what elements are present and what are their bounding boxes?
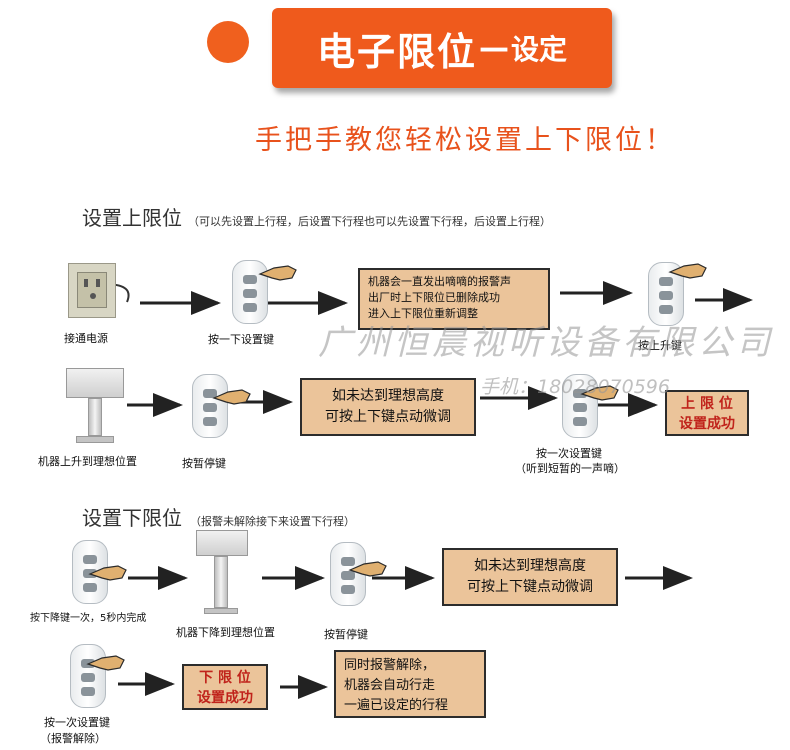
banner-title-sub: 设定 [511, 33, 568, 66]
upper-title: 设置上限位 [82, 206, 182, 230]
page-subtitle: 手把手教您轻松设置上下限位！ [255, 125, 675, 156]
info-line: 可按上下键点动微调 [325, 409, 451, 425]
success-line: 设置成功 [197, 690, 253, 706]
info-line: 如未达到理想高度 [332, 388, 444, 404]
lower-heading: 设置下限位 （报警未解除接下来设置下行程） [82, 502, 355, 531]
pointing-hand-icon [258, 265, 297, 281]
upper-heading: 设置上限位 （可以先设置上行程，后设置下行程也可以先设置下行程，后设置上行程） [82, 202, 551, 231]
lift-base [204, 608, 238, 614]
info-line: 一遍已设定的行程 [344, 698, 449, 713]
pointing-hand-icon [348, 561, 387, 577]
orange-dot [207, 21, 249, 63]
step-press-up-label: 按上升键 [638, 339, 682, 352]
projector-lift-image [66, 368, 124, 398]
upper-note: （可以先设置上行程，后设置下行程也可以先设置下行程，后设置上行程） [188, 215, 551, 228]
lift-pole [214, 556, 228, 608]
step-connect-power-label: 接通电源 [64, 332, 108, 345]
banner-title-main: 电子限位 [316, 29, 477, 74]
info-box-finetune: 如未达到理想高度 可按上下键点动微调 [442, 548, 618, 606]
step-press-pause-label: 按暂停键 [324, 628, 368, 641]
lower-title: 设置下限位 [82, 506, 182, 530]
step-press-pause-label: 按暂停键 [182, 457, 226, 470]
pointing-hand-icon [212, 389, 251, 405]
info-line: 出厂时上下限位已删除成功 [368, 291, 500, 304]
info-box-alarm: 机器会一直发出嘀嘀的报警声 出厂时上下限位已删除成功 进入上下限位重新调整 [358, 268, 550, 330]
pointing-hand-icon [668, 263, 707, 279]
remote-control-image [192, 374, 228, 438]
step-press-set-once-note: （听到短暂的一声嘀） [515, 462, 625, 475]
info-line: 机器会一直发出嘀嘀的报警声 [368, 275, 511, 288]
remote-control-image [232, 260, 268, 324]
success-line: 设置成功 [679, 416, 735, 432]
remote-control-image [330, 542, 366, 606]
lift-base [76, 436, 114, 443]
power-socket-image [68, 263, 116, 318]
step-press-set-label: 按一下设置键 [208, 333, 274, 346]
step-press-set-once-label: 按一次设置键 [536, 447, 602, 460]
banner-title-dash: — [479, 30, 509, 66]
title-banner: 电子限位 — 设定 [272, 8, 612, 88]
watermark-phone: 手机：18028070596 [480, 376, 670, 398]
info-box-finetune: 如未达到理想高度 可按上下键点动微调 [300, 378, 476, 436]
step-alarm-cleared-note: （报警解除） [40, 732, 106, 745]
projector-lift-image [196, 530, 248, 556]
lower-limit-success: 下 限 位 设置成功 [182, 664, 268, 710]
step-press-down-label: 按下降键一次，5秒内完成 [30, 613, 147, 624]
lift-pole [88, 398, 102, 436]
info-line: 如未达到理想高度 [474, 558, 586, 574]
remote-control-image [562, 374, 598, 438]
info-line: 可按上下键点动微调 [467, 579, 593, 595]
step-lower-label: 机器下降到理想位置 [176, 626, 275, 639]
success-line: 上 限 位 [681, 396, 733, 412]
info-box-auto-run: 同时报警解除， 机器会自动行走 一遍已设定的行程 [334, 650, 486, 718]
watermark-company: 广州恒晨视听设备有限公司 [318, 323, 774, 363]
pointing-hand-icon [580, 385, 619, 401]
info-line: 同时报警解除， [344, 658, 436, 673]
step-raise-label: 机器上升到理想位置 [38, 455, 137, 468]
pointing-hand-icon [88, 565, 127, 581]
info-line: 进入上下限位重新调整 [368, 307, 478, 320]
lower-note: （报警未解除接下来设置下行程） [190, 515, 355, 528]
success-line: 下 限 位 [199, 670, 251, 686]
pointing-hand-icon [86, 655, 125, 671]
step-press-set-once-label: 按一次设置键 [44, 716, 110, 729]
info-line: 机器会自动行走 [344, 678, 436, 693]
upper-limit-success: 上 限 位 设置成功 [665, 390, 749, 436]
remote-control-image [648, 262, 684, 326]
